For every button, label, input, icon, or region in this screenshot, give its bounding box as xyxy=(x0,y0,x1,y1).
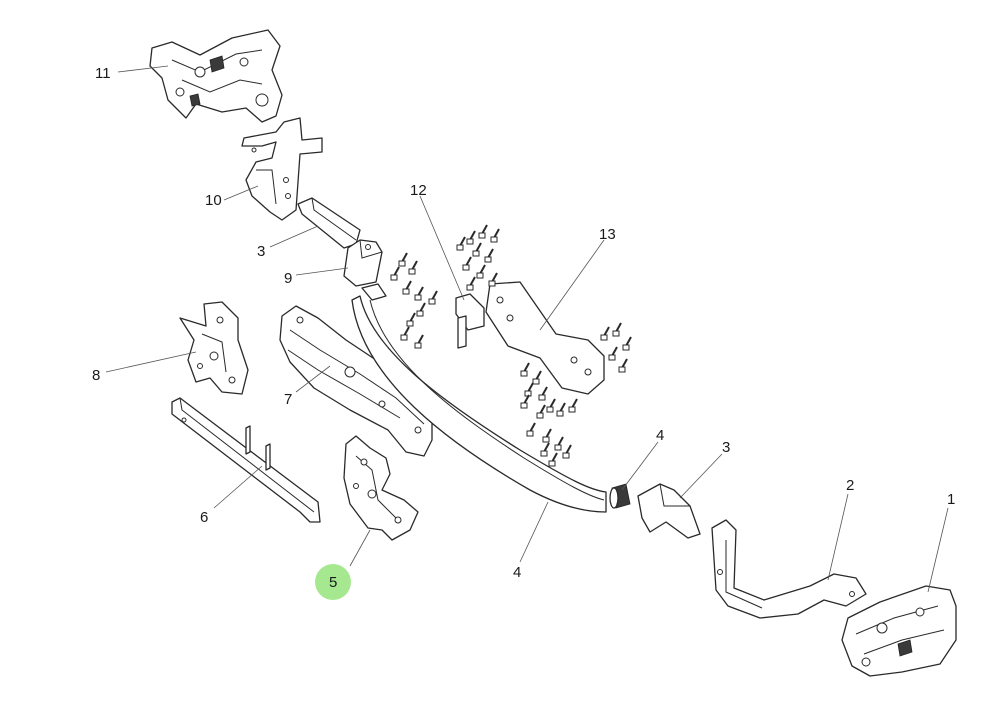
bolt-icon xyxy=(548,452,558,467)
bolt-icon xyxy=(618,358,628,373)
part-12-bolt-tab[interactable] xyxy=(455,293,485,349)
callout-10[interactable]: 10 xyxy=(205,192,222,209)
part-7-crossmember[interactable] xyxy=(279,305,433,457)
part-9-small-bracket[interactable] xyxy=(343,239,383,287)
callout-4-sleeve[interactable]: 4 xyxy=(656,427,664,444)
bolt-icon xyxy=(568,398,578,413)
bolt-icon xyxy=(556,402,566,417)
callout-4-tube[interactable]: 4 xyxy=(513,564,521,581)
callout-2[interactable]: 2 xyxy=(846,477,854,494)
part-3-lower-gusset[interactable] xyxy=(637,483,701,539)
bolt-icon xyxy=(406,312,416,327)
part-4-bent-tube[interactable] xyxy=(351,283,607,513)
bolt-icon xyxy=(608,346,618,361)
part-6-angle-rail[interactable] xyxy=(171,397,321,523)
bolt-icon xyxy=(520,394,530,409)
part-3-upper-tapered-post[interactable] xyxy=(297,197,361,249)
bolt-icon xyxy=(416,302,426,317)
part-10-mounting-arm[interactable] xyxy=(241,117,323,221)
callout-6[interactable]: 6 xyxy=(200,509,208,526)
bolt-icon xyxy=(466,230,476,245)
bolt-icon xyxy=(462,256,472,271)
part-13-mounting-plate[interactable] xyxy=(485,281,605,395)
callout-5-highlight xyxy=(315,564,351,600)
callout-5[interactable]: 5 xyxy=(329,574,337,591)
bolt-icon xyxy=(414,286,424,301)
part-2-support-frame[interactable] xyxy=(711,519,867,619)
callout-12[interactable]: 12 xyxy=(410,182,427,199)
bolt-icon xyxy=(536,404,546,419)
callout-13[interactable]: 13 xyxy=(599,226,616,243)
bolt-icon xyxy=(546,398,556,413)
part-8-support-plate[interactable] xyxy=(179,301,249,395)
bolt-icon xyxy=(390,266,400,281)
part-11-frame-bracket[interactable] xyxy=(149,29,283,123)
bolt-icon xyxy=(520,362,530,377)
bolt-icon xyxy=(466,276,476,291)
callout-1[interactable]: 1 xyxy=(947,491,955,508)
bolt-icon xyxy=(456,236,466,251)
part-4-sleeve[interactable] xyxy=(609,483,631,509)
bolt-icon xyxy=(622,336,632,351)
bolt-icon xyxy=(554,436,564,451)
fastener-set xyxy=(390,224,632,467)
bolt-icon xyxy=(400,326,410,341)
bolt-icon xyxy=(562,444,572,459)
bolt-icon xyxy=(398,252,408,267)
bolt-icon xyxy=(526,422,536,437)
bolt-icon xyxy=(488,272,498,287)
bolt-icon xyxy=(542,428,552,443)
bolt-icon xyxy=(524,382,534,397)
part-5-lower-support-plate[interactable] xyxy=(343,435,419,541)
bolt-icon xyxy=(540,442,550,457)
bolt-icon xyxy=(476,264,486,279)
bolt-icon xyxy=(484,248,494,263)
part-1-lower-frame-bracket[interactable] xyxy=(841,585,957,677)
callout-8[interactable]: 8 xyxy=(92,367,100,384)
callout-3-lower[interactable]: 3 xyxy=(722,439,730,456)
callout-3-upper[interactable]: 3 xyxy=(257,243,265,260)
bolt-icon xyxy=(490,228,500,243)
bolt-icon xyxy=(428,290,438,305)
callout-9[interactable]: 9 xyxy=(284,270,292,287)
bolt-icon xyxy=(612,322,622,337)
leader-lines xyxy=(105,65,949,593)
bolt-icon xyxy=(538,386,548,401)
callout-labels: 11 10 3 9 12 13 8 7 6 5 4 4 3 2 1 xyxy=(92,65,955,591)
callout-11[interactable]: 11 xyxy=(95,65,111,82)
bolt-icon xyxy=(472,242,482,257)
bolt-icon xyxy=(532,370,542,385)
bolt-icon xyxy=(402,280,412,295)
bolt-icon xyxy=(478,224,488,239)
callout-7[interactable]: 7 xyxy=(284,391,292,408)
bolt-icon xyxy=(414,334,424,349)
bolt-icon xyxy=(600,326,610,341)
bolt-icon xyxy=(408,260,418,275)
